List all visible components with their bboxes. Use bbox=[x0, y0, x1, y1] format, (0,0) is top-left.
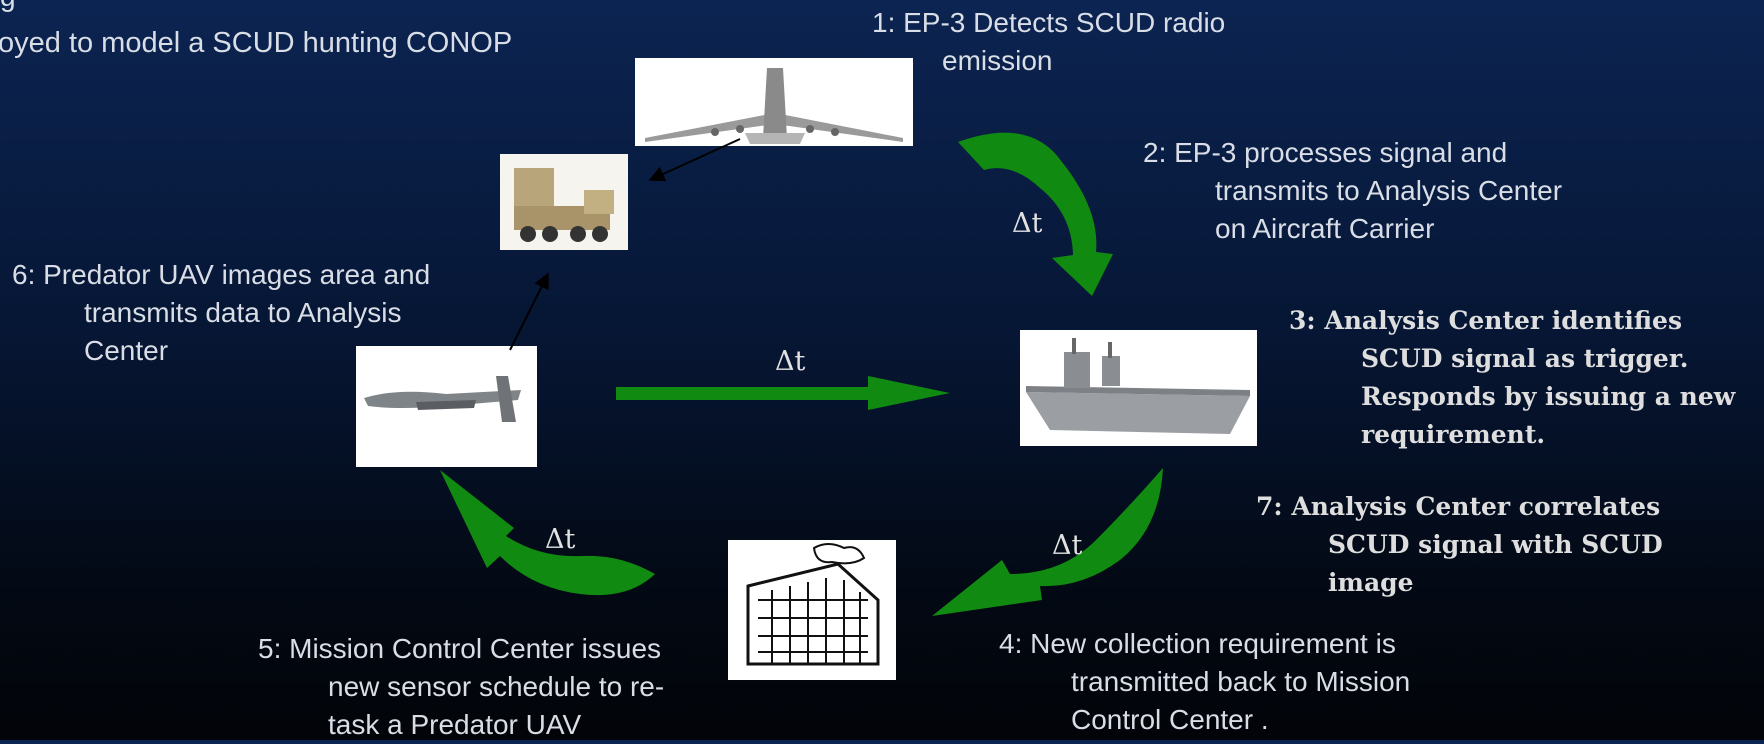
step-6-line-2: transmits data to Analysis bbox=[84, 297, 402, 328]
step-6-line-3: Center bbox=[84, 335, 169, 366]
step-7-line-2: SCUD signal with SCUD bbox=[1328, 530, 1663, 559]
step-1-text: 1: EP-3 Detects SCUD radio emission bbox=[872, 4, 1225, 80]
step-5-line-1: 5: Mission Control Center issues bbox=[258, 633, 662, 664]
delta-t-label-bottom-left: Δt bbox=[545, 524, 576, 555]
header-line-2: oyed to model a SCUD hunting CONOP bbox=[0, 27, 513, 59]
step-2-line-2: transmits to Analysis Center bbox=[1215, 175, 1563, 206]
step-6-text: 6: Predator UAV images area and transmit… bbox=[12, 256, 430, 370]
curved-arrow-bottom-left bbox=[440, 470, 655, 596]
step-3-line-1: 3: Analysis Center identifies bbox=[1289, 306, 1683, 335]
predator-uav-image bbox=[356, 346, 537, 467]
delta-t-label-bottom-right: Δt bbox=[1052, 530, 1083, 561]
step-7-line-1: 7: Analysis Center correlates bbox=[1256, 492, 1661, 521]
step-5-line-3: task a Predator UAV bbox=[328, 709, 582, 740]
step-1-line-2: emission bbox=[942, 45, 1053, 76]
step-2-line-3: on Aircraft Carrier bbox=[1215, 213, 1435, 244]
step-3-line-3: Responds by issuing a new bbox=[1361, 382, 1736, 411]
step-4-line-1: 4: New collection requirement is bbox=[999, 628, 1396, 659]
step-1-line-1: 1: EP-3 Detects SCUD radio bbox=[872, 7, 1226, 38]
header-subtitle: oyed to model a SCUD hunting CONOP bbox=[0, 24, 512, 62]
ep3-aircraft-image bbox=[635, 58, 913, 146]
curved-arrow-top-right bbox=[958, 132, 1113, 296]
step-2-text: 2: EP-3 processes signal and transmits t… bbox=[1143, 134, 1562, 248]
step-7-text: 7: Analysis Center correlates SCUD signa… bbox=[1256, 488, 1663, 602]
delta-t-label-center: Δt bbox=[775, 346, 806, 377]
step-4-text: 4: New collection requirement is transmi… bbox=[999, 625, 1410, 739]
step-5-text: 5: Mission Control Center issues new sen… bbox=[258, 630, 664, 744]
step-3-line-2: SCUD signal as trigger. bbox=[1361, 344, 1689, 373]
step-4-line-2: transmitted back to Mission bbox=[1071, 666, 1411, 697]
step-6-line-1: 6: Predator UAV images area and bbox=[12, 259, 431, 290]
straight-arrow-center bbox=[616, 376, 950, 410]
step-5-line-2: new sensor schedule to re- bbox=[328, 671, 665, 702]
step-4-line-3: Control Center . bbox=[1071, 704, 1269, 735]
arrow-aircraft-to-launcher bbox=[648, 138, 741, 182]
scud-launcher-image bbox=[500, 154, 628, 250]
step-7-line-3: image bbox=[1328, 568, 1414, 597]
curved-arrow-bottom-right bbox=[932, 468, 1163, 616]
header-partial-line: g bbox=[0, 0, 16, 16]
step-3-text: 3: Analysis Center identifies SCUD signa… bbox=[1289, 302, 1735, 454]
header-line-1: g bbox=[0, 0, 16, 16]
delta-t-label-top-right: Δt bbox=[1012, 208, 1043, 239]
step-3-line-4: requirement. bbox=[1361, 420, 1546, 449]
arrow-uav-to-launcher bbox=[509, 272, 549, 351]
step-2-line-1: 2: EP-3 processes signal and bbox=[1143, 137, 1508, 168]
mission-control-building-image bbox=[728, 540, 896, 680]
aircraft-carrier-image bbox=[1020, 330, 1257, 446]
